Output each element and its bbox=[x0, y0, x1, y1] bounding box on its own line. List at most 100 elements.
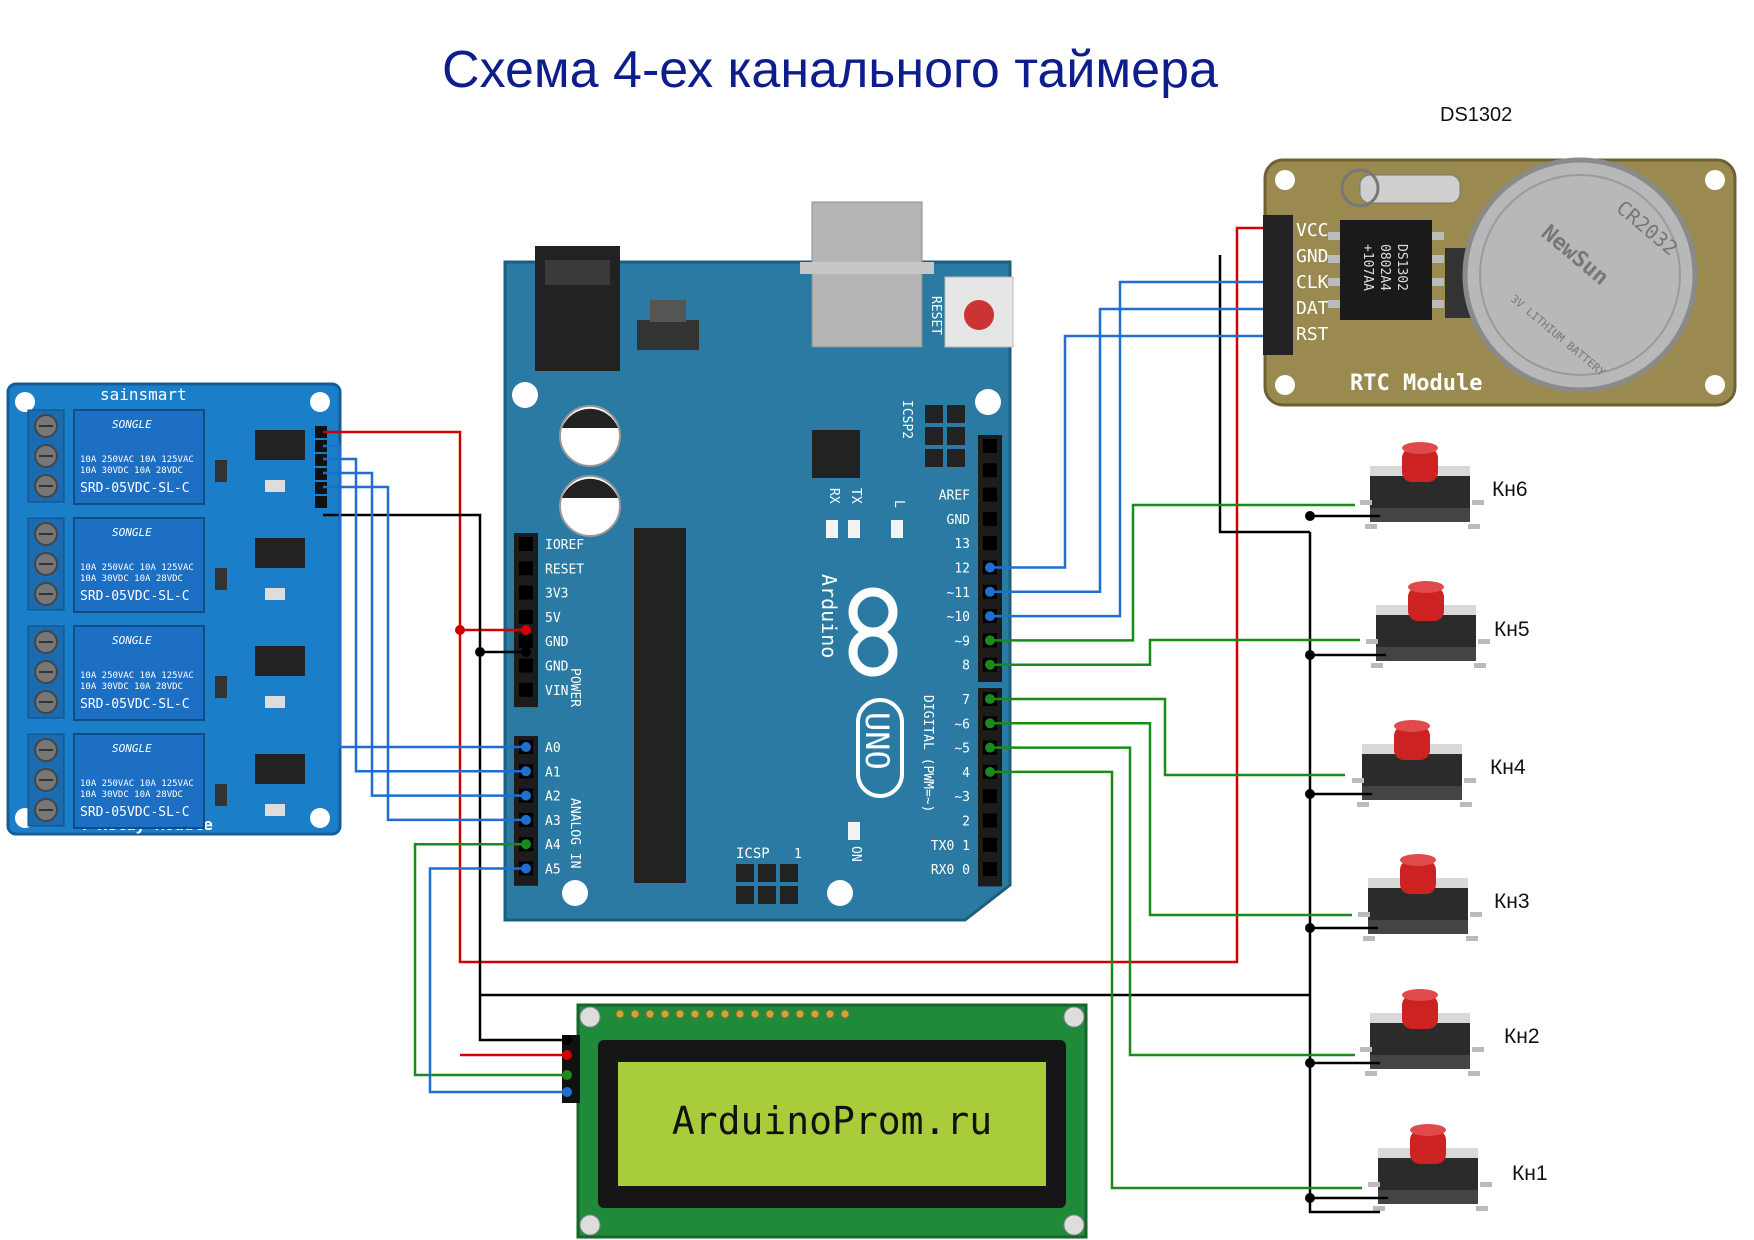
junction-gnd-button bbox=[1305, 511, 1315, 521]
digital-header-top-pin bbox=[983, 463, 997, 478]
lcd-header-pad bbox=[750, 1009, 760, 1019]
lcd-header-pad bbox=[840, 1009, 850, 1019]
button-label-kn5: Кн5 bbox=[1494, 618, 1530, 641]
wire-kn2 bbox=[990, 746, 1355, 1057]
optocoupler bbox=[255, 646, 305, 676]
voltage-regulator bbox=[637, 320, 699, 350]
digital-header-top-pin bbox=[983, 439, 997, 453]
wire-kn5 bbox=[990, 638, 1360, 666]
tactile-button-kn6 bbox=[1360, 442, 1484, 529]
lcd-header-pad bbox=[630, 1009, 640, 1019]
power-header-pin bbox=[519, 682, 533, 697]
power-section-label: POWER bbox=[567, 668, 582, 707]
digital-section-label: DIGITAL (PWM=~) bbox=[920, 695, 935, 812]
relay-spec-3: SRD-05VDC-SL-C bbox=[80, 481, 190, 496]
digital-pin-label: ~5 bbox=[954, 742, 970, 757]
digital-pin-label: 8 bbox=[962, 659, 970, 674]
button-leg bbox=[1474, 663, 1486, 668]
atmega-chip bbox=[634, 528, 686, 883]
wire-sda bbox=[413, 842, 567, 1077]
arduino-logo-right bbox=[848, 627, 898, 677]
button-leg bbox=[1368, 1182, 1380, 1187]
digital-pin-label: 13 bbox=[954, 537, 970, 552]
button-leg bbox=[1466, 936, 1478, 941]
pin-a3 bbox=[521, 814, 531, 825]
button-base bbox=[1370, 1055, 1470, 1069]
capacitor-top-2 bbox=[562, 478, 618, 498]
wire-rtc-dat bbox=[990, 307, 1270, 594]
power-header bbox=[514, 533, 538, 708]
icsp2-label: ICSP2 bbox=[899, 400, 914, 439]
rtc-pin-dot bbox=[1265, 223, 1275, 233]
button-cap bbox=[1394, 726, 1430, 760]
reset-button bbox=[964, 300, 994, 330]
button-leg bbox=[1476, 1206, 1488, 1211]
pin-digital-button bbox=[985, 766, 995, 777]
relay-mount-hole bbox=[310, 392, 330, 412]
button-base bbox=[1376, 647, 1476, 661]
pin-digital-button bbox=[985, 659, 995, 670]
relay-header-pin bbox=[315, 482, 327, 494]
mount-hole-2 bbox=[975, 389, 1001, 415]
button-cap-top bbox=[1408, 581, 1444, 593]
button-leg bbox=[1472, 500, 1484, 505]
lcd-mount-hole bbox=[579, 1006, 601, 1028]
power-header-pin bbox=[519, 561, 533, 576]
power-pin-label: RESET bbox=[545, 562, 584, 577]
relay-cube bbox=[73, 625, 205, 721]
arduino-name: Arduino bbox=[817, 574, 841, 658]
button-cap-top bbox=[1410, 1124, 1446, 1136]
wire-gnd-buttons bbox=[1308, 532, 1380, 1214]
tactile-button-kn1 bbox=[1368, 1124, 1492, 1211]
lcd-header-pad bbox=[810, 1009, 820, 1019]
digital-pin-label: 7 bbox=[962, 693, 970, 708]
lcd-header-pad bbox=[645, 1009, 655, 1019]
button-cap-top bbox=[1394, 720, 1430, 732]
usb-connector bbox=[811, 201, 923, 348]
icsp-pin bbox=[758, 864, 776, 882]
relay-spec-2: 10A 30VDC 10A 28VDC bbox=[80, 682, 183, 692]
relay-brand-label: SONGLE bbox=[112, 634, 152, 647]
icsp-pin bbox=[780, 864, 798, 882]
power-header-pin bbox=[519, 609, 533, 624]
icsp-pin1-label: 1 bbox=[794, 847, 802, 862]
button-leg bbox=[1468, 1071, 1480, 1076]
lcd-text: ArduinoProm.ru bbox=[672, 1099, 992, 1143]
button-label-kn1: Кн1 bbox=[1512, 1162, 1548, 1185]
wire-relay-in4 bbox=[323, 485, 526, 822]
rtc-pin-dot bbox=[1265, 331, 1275, 341]
relay-mount-hole bbox=[310, 808, 330, 828]
arduino-model: UNO bbox=[858, 712, 896, 770]
lcd-pin-scl bbox=[562, 1087, 572, 1097]
analog-pin-label: A5 bbox=[545, 863, 561, 878]
relay-cube bbox=[73, 517, 205, 613]
wire-scl bbox=[428, 867, 567, 1094]
lcd-pin-vcc bbox=[562, 1050, 572, 1060]
wire-relay-in1 bbox=[323, 444, 526, 749]
button-cap bbox=[1402, 448, 1438, 482]
relay-brand-label: SONGLE bbox=[112, 742, 152, 755]
analog-header-housing bbox=[514, 736, 538, 886]
button-base bbox=[1378, 1190, 1478, 1204]
icsp2-pin bbox=[947, 449, 965, 467]
icsp-pin bbox=[780, 886, 798, 904]
button-leg bbox=[1363, 936, 1375, 941]
optocoupler bbox=[255, 430, 305, 460]
button-leg bbox=[1480, 1182, 1492, 1187]
wire-kn1 bbox=[990, 770, 1362, 1190]
power-header-pin bbox=[519, 585, 533, 600]
power-header-pin bbox=[519, 537, 533, 551]
button-leg bbox=[1470, 912, 1482, 917]
button-leg bbox=[1371, 663, 1383, 668]
relay-spec-1: 10A 250VAC 10A 125VAC bbox=[80, 671, 194, 681]
analog-pin-label: A1 bbox=[545, 765, 561, 780]
pin-digital-rtc bbox=[985, 562, 995, 573]
junction-gnd bbox=[475, 647, 485, 657]
digital-header-top-pin bbox=[983, 511, 997, 526]
lcd-header-pad bbox=[705, 1009, 715, 1019]
lcd-header-pad bbox=[735, 1009, 745, 1019]
pin-5v bbox=[521, 625, 531, 635]
digital-pin-label: ~6 bbox=[954, 717, 970, 732]
lcd-header-pad bbox=[675, 1009, 685, 1019]
